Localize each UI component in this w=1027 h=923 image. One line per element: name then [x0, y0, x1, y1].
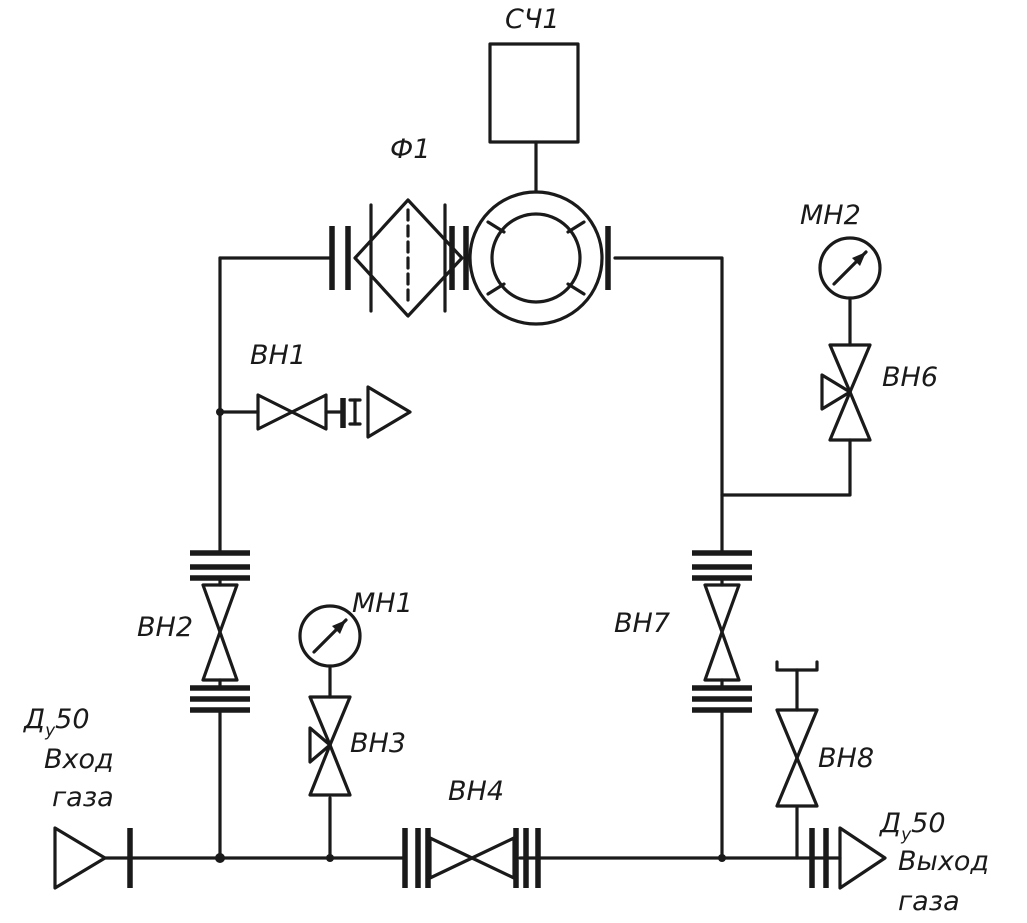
label-valve3: ВН3 [350, 728, 406, 759]
outlet-line2: газа [898, 886, 960, 917]
label-valve6: ВН6 [882, 362, 938, 393]
valve-vn3-icon [308, 666, 352, 797]
pipelines [103, 256, 852, 860]
outlet-line1: Выход [898, 846, 989, 877]
gauge-mn2-icon [818, 236, 882, 300]
label-gauge-bottom: МН1 [352, 588, 413, 619]
labels: СЧ1 Ф1 МН2 ВН1 ВН6 МН1 ВН2 ВН7 ВН3 ВН8 В… [23, 4, 989, 917]
label-valve1: ВН1 [250, 340, 306, 371]
valve-vn6-icon [820, 298, 872, 442]
valve-vn7-icon [692, 550, 752, 713]
inlet-line1: Вход [44, 744, 114, 775]
inlet-line2: газа [52, 782, 114, 813]
label-gauge-top: МН2 [800, 200, 861, 231]
valve-vn2-icon [190, 550, 250, 713]
label-filter: Ф1 [390, 134, 430, 165]
valve-vn1-icon [256, 385, 412, 439]
label-valve4: ВН4 [448, 776, 504, 807]
gauge-mn1-icon [298, 604, 362, 668]
junction-dots [215, 408, 726, 863]
inlet-du-label: Ду50 [23, 704, 90, 741]
inlet-arrow-icon [53, 826, 133, 890]
label-valve8: ВН8 [818, 743, 874, 774]
filter-icon [329, 198, 464, 318]
outlet-arrow-icon [809, 826, 887, 890]
valve-vn8-icon [775, 660, 819, 808]
valve-vn4-icon [402, 828, 541, 888]
meter-icon [463, 42, 611, 326]
label-valve7: ВН7 [614, 608, 670, 639]
label-valve2: ВН2 [137, 612, 193, 643]
label-counter: СЧ1 [505, 4, 560, 35]
outlet-du-label: Ду50 [879, 808, 946, 845]
